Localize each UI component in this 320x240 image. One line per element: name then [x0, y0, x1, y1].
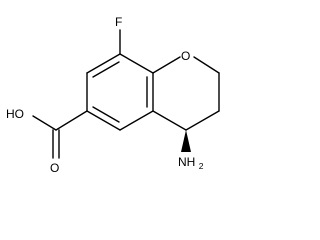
bond-c6-acid-carbon [55, 110, 88, 131]
amine-label: NH 2 [178, 155, 204, 171]
bond-o1-c2 [193, 56, 220, 74]
bond-c3-c4 [185, 110, 220, 131]
acid-hydroxyl-label: HO [6, 107, 24, 121]
bond-c8a-o1 [152, 56, 181, 74]
ring-oxygen-label: O [181, 49, 190, 63]
fluorine-label: F [115, 15, 122, 29]
double-bond-c5-c6-inner [92, 106, 120, 123]
amine-label-subscript: 2 [199, 161, 204, 171]
amine-label-main: NH [178, 155, 195, 169]
bond-c4a-c5 [119, 110, 154, 131]
bond-c8-c8a [119, 53, 154, 74]
chemical-structure: F O HO O NH 2 [6, 15, 220, 175]
aromatic-ring [86, 53, 154, 131]
pyran-ring [152, 56, 220, 131]
bond-c4-c4a [152, 110, 187, 131]
bond-c5-c6 [86, 110, 121, 131]
acid-carbonyl-oxygen-label: O [50, 161, 59, 175]
bond-c7-c8 [86, 53, 121, 74]
carboxylic-acid-group [32, 110, 88, 159]
stereo-wedge-bond [181, 130, 191, 152]
bond-acid-carbon-hydroxyl [32, 115, 57, 131]
double-bond-c7-c8-inner [92, 61, 120, 78]
